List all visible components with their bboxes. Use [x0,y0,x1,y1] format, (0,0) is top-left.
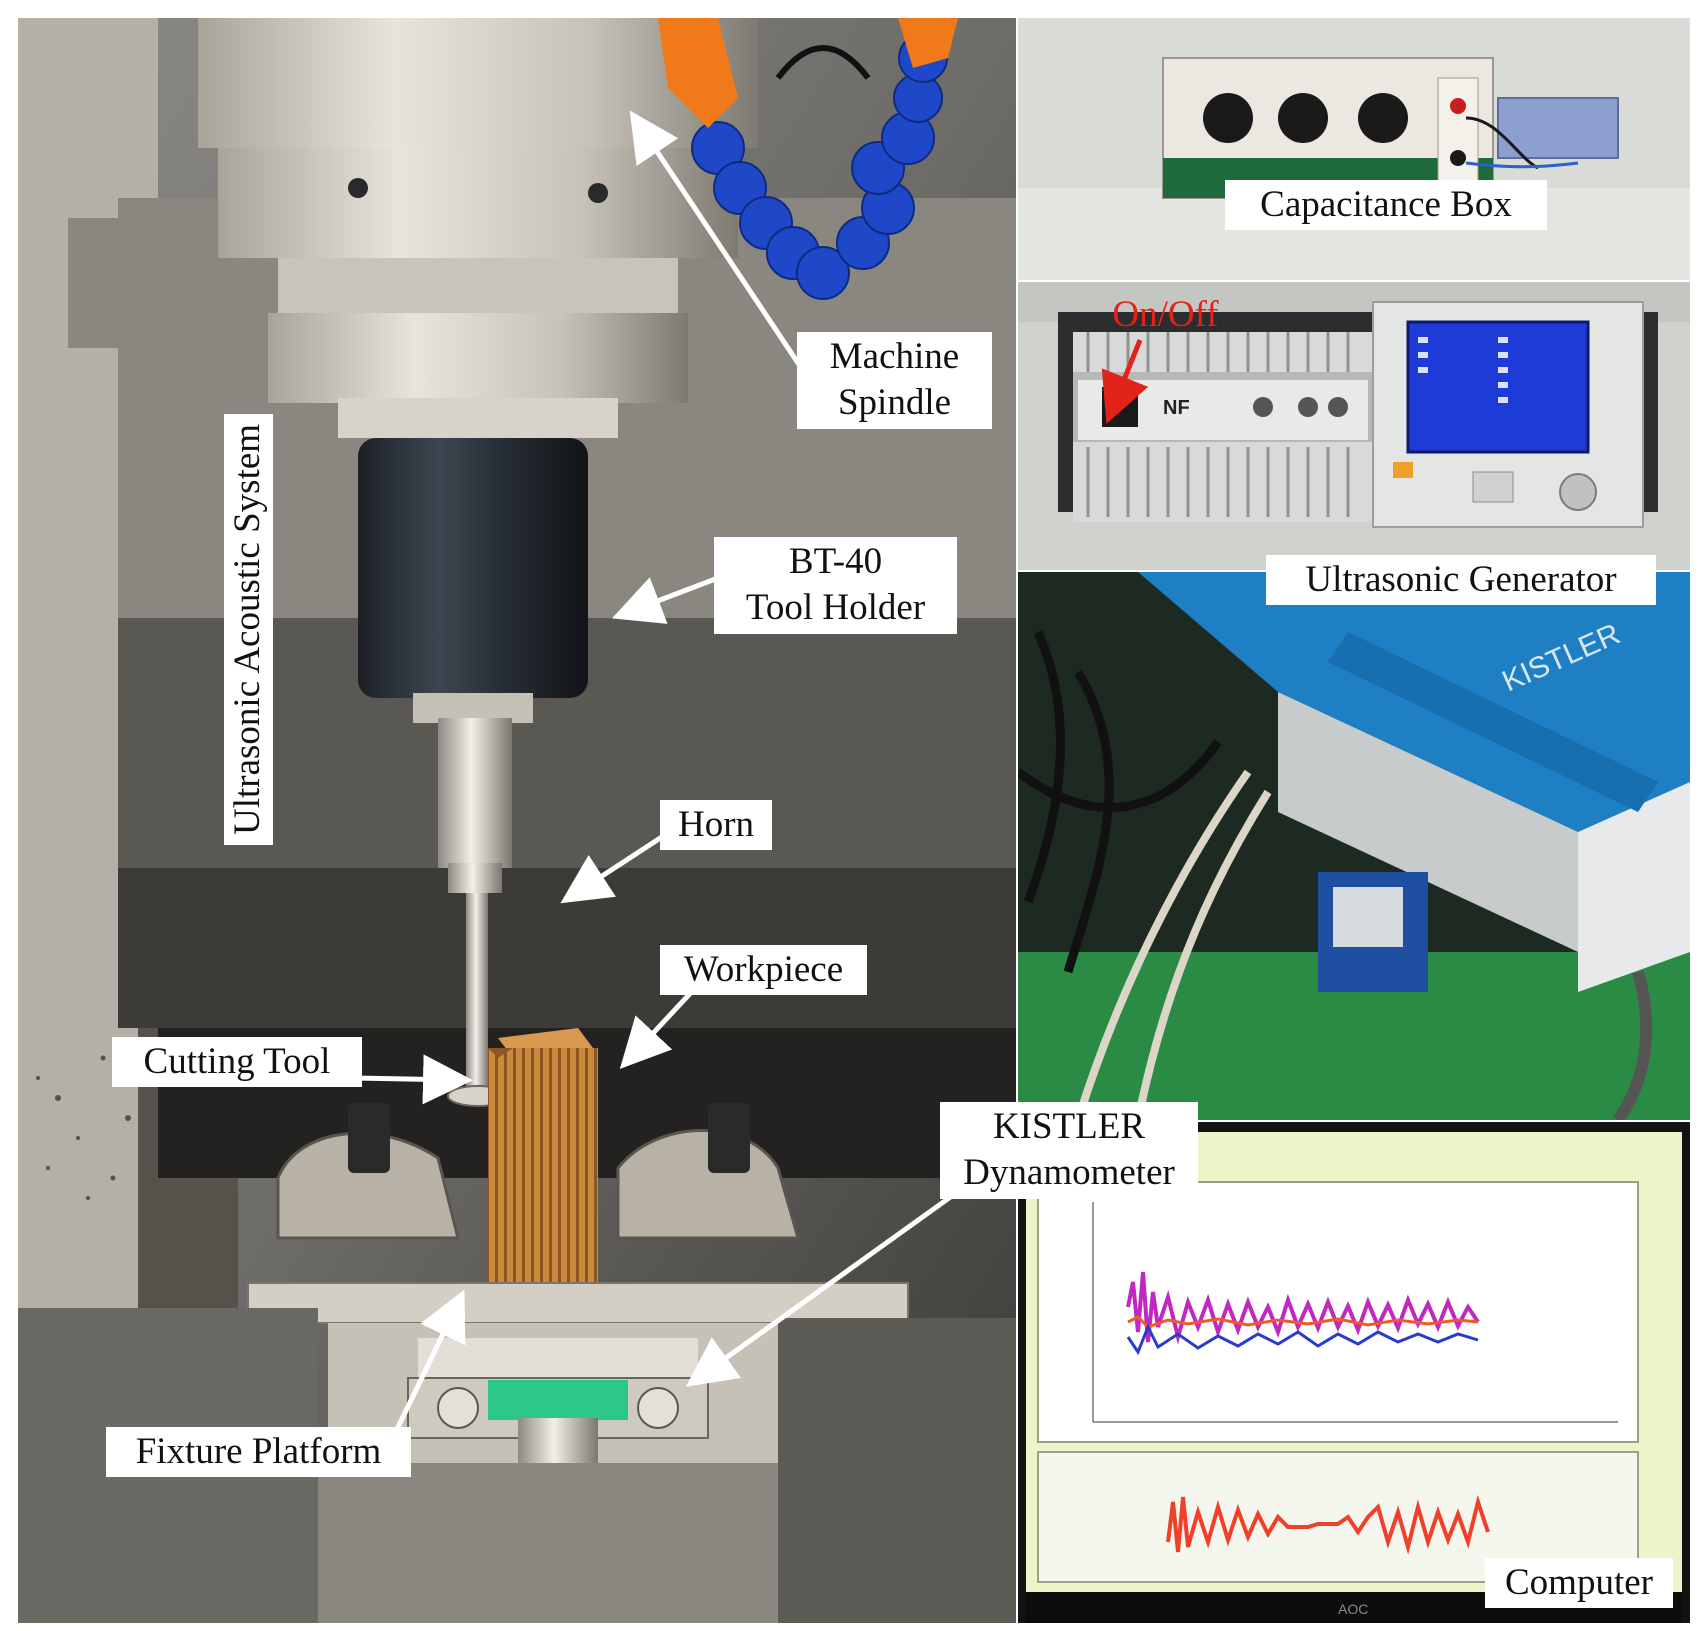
label-computer-text: Computer [1505,1562,1653,1603]
label-capacitance-box: Capacitance Box [1225,180,1547,231]
label-machine-spindle-line1: Machine [829,336,960,377]
kistler-amplifier-photo: KISTLER [1018,572,1690,1120]
machine-photo [18,18,1016,1623]
label-cutting-tool-text: Cutting Tool [143,1041,331,1082]
label-ultrasonic-generator: Ultrasonic Generator [1266,555,1656,606]
monitor-brand: AOC [1338,1601,1368,1617]
label-horn-text: Horn [677,804,755,845]
kistler-amplifier-panel: KISTLER [1018,572,1690,1120]
machine-photo-panel [18,18,1016,1623]
arrow-horn [560,830,670,904]
lower-signal-trace [1166,1494,1490,1555]
label-ultrasonic-acoustic-system: Ultrasonic Acoustic System [224,413,273,845]
label-machine-spindle-line2: Spindle [837,382,952,424]
label-on-off: On/Off [1093,290,1238,340]
arrow-machine-spindle [629,110,811,380]
arrow-tool-holder [611,575,719,624]
label-fixture-platform-text: Fixture Platform [135,1431,382,1472]
label-computer: Computer [1485,1558,1673,1609]
label-dynamometer-line1: KISTLER [992,1106,1146,1147]
label-dynamometer-line2: Dynamometer [963,1152,1175,1194]
label-horn: Horn [660,800,772,851]
label-on-off-text: On/Off [1112,294,1219,335]
label-fixture-platform: Fixture Platform [106,1427,411,1478]
label-ultrasonic-acoustic-system-text: Ultrasonic Acoustic System [227,423,268,835]
capacitance-box-photo [1018,18,1690,280]
arrow-fixture-platform [385,1289,466,1450]
arrow-cutting-tool [352,1054,473,1105]
label-workpiece-text: Workpiece [683,949,844,990]
annotation-arrows [352,110,965,1450]
label-workpiece: Workpiece [660,945,867,996]
ultrasonic-generator-panel: NF [1018,282,1690,570]
on-off-arrow [1101,339,1149,424]
label-tool-holder: BT-40 Tool Holder [714,537,957,634]
generator-brand: NF [1163,397,1190,419]
label-tool-holder-line1: BT-40 [788,541,883,582]
label-capacitance-box-text: Capacitance Box [1260,184,1512,225]
capacitance-box-panel [1018,18,1690,280]
label-ultrasonic-generator-text: Ultrasonic Generator [1305,559,1617,600]
label-kistler-dynamometer: KISTLER Dynamometer [940,1102,1198,1199]
force-signal-traces [1126,1271,1480,1356]
arrow-dynamometer [685,1185,965,1387]
ultrasonic-generator-photo: NF [1018,282,1690,570]
arrow-workpiece [619,983,700,1069]
label-cutting-tool: Cutting Tool [112,1037,362,1088]
label-machine-spindle: Machine Spindle [797,332,992,429]
label-tool-holder-line2: Tool Holder [745,587,926,629]
